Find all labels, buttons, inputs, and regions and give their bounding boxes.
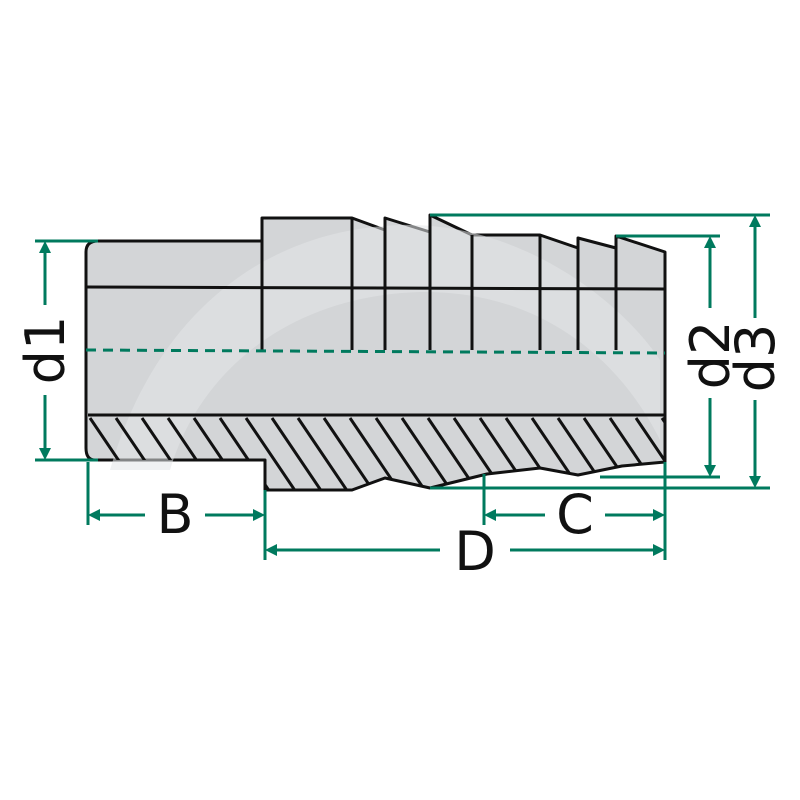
arrowheads [39, 215, 761, 556]
label-B: B [156, 483, 193, 546]
fitting-body [84, 213, 738, 492]
hatch-line [296, 417, 350, 490]
hatch-line [270, 417, 324, 490]
label-d2: d2 [679, 321, 742, 390]
hatch-line [634, 417, 665, 490]
hatch-line [374, 417, 428, 490]
hatch-line [322, 417, 376, 490]
hatch-line [400, 417, 454, 490]
label-d1: d1 [14, 316, 77, 385]
outer-thread-line [85, 285, 666, 291]
label-D: D [454, 520, 496, 583]
label-d3: d3 [724, 324, 787, 393]
barb-ridges [260, 215, 618, 350]
hatch-line [244, 417, 298, 490]
hatch-line [660, 417, 665, 490]
dimension-lines [35, 213, 770, 560]
label-C: C [556, 483, 594, 546]
hatch-line [688, 418, 738, 492]
